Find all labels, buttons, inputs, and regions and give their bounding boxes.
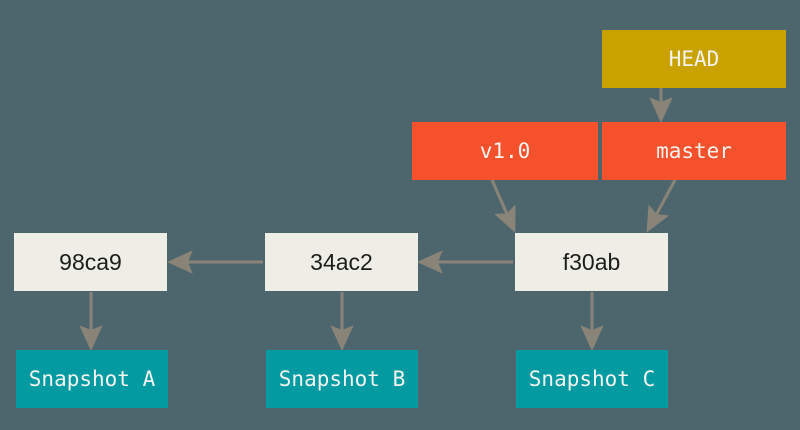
node-snapshot-a[interactable]: Snapshot A — [16, 350, 168, 408]
node-commit-98ca9[interactable]: 98ca9 — [14, 233, 167, 291]
node-commit-f30ab[interactable]: f30ab — [515, 233, 668, 291]
node-snapshot-b[interactable]: Snapshot B — [266, 350, 418, 408]
node-branch-master[interactable]: master — [602, 122, 786, 180]
arrow-master-to-f30ab — [646, 179, 677, 233]
node-tag-v1-0[interactable]: v1.0 — [412, 122, 598, 180]
node-head[interactable]: HEAD — [602, 30, 786, 88]
node-commit-34ac2[interactable]: 34ac2 — [265, 233, 418, 291]
node-snapshot-c[interactable]: Snapshot C — [516, 350, 668, 408]
arrow-v10-to-f30ab — [490, 179, 516, 233]
